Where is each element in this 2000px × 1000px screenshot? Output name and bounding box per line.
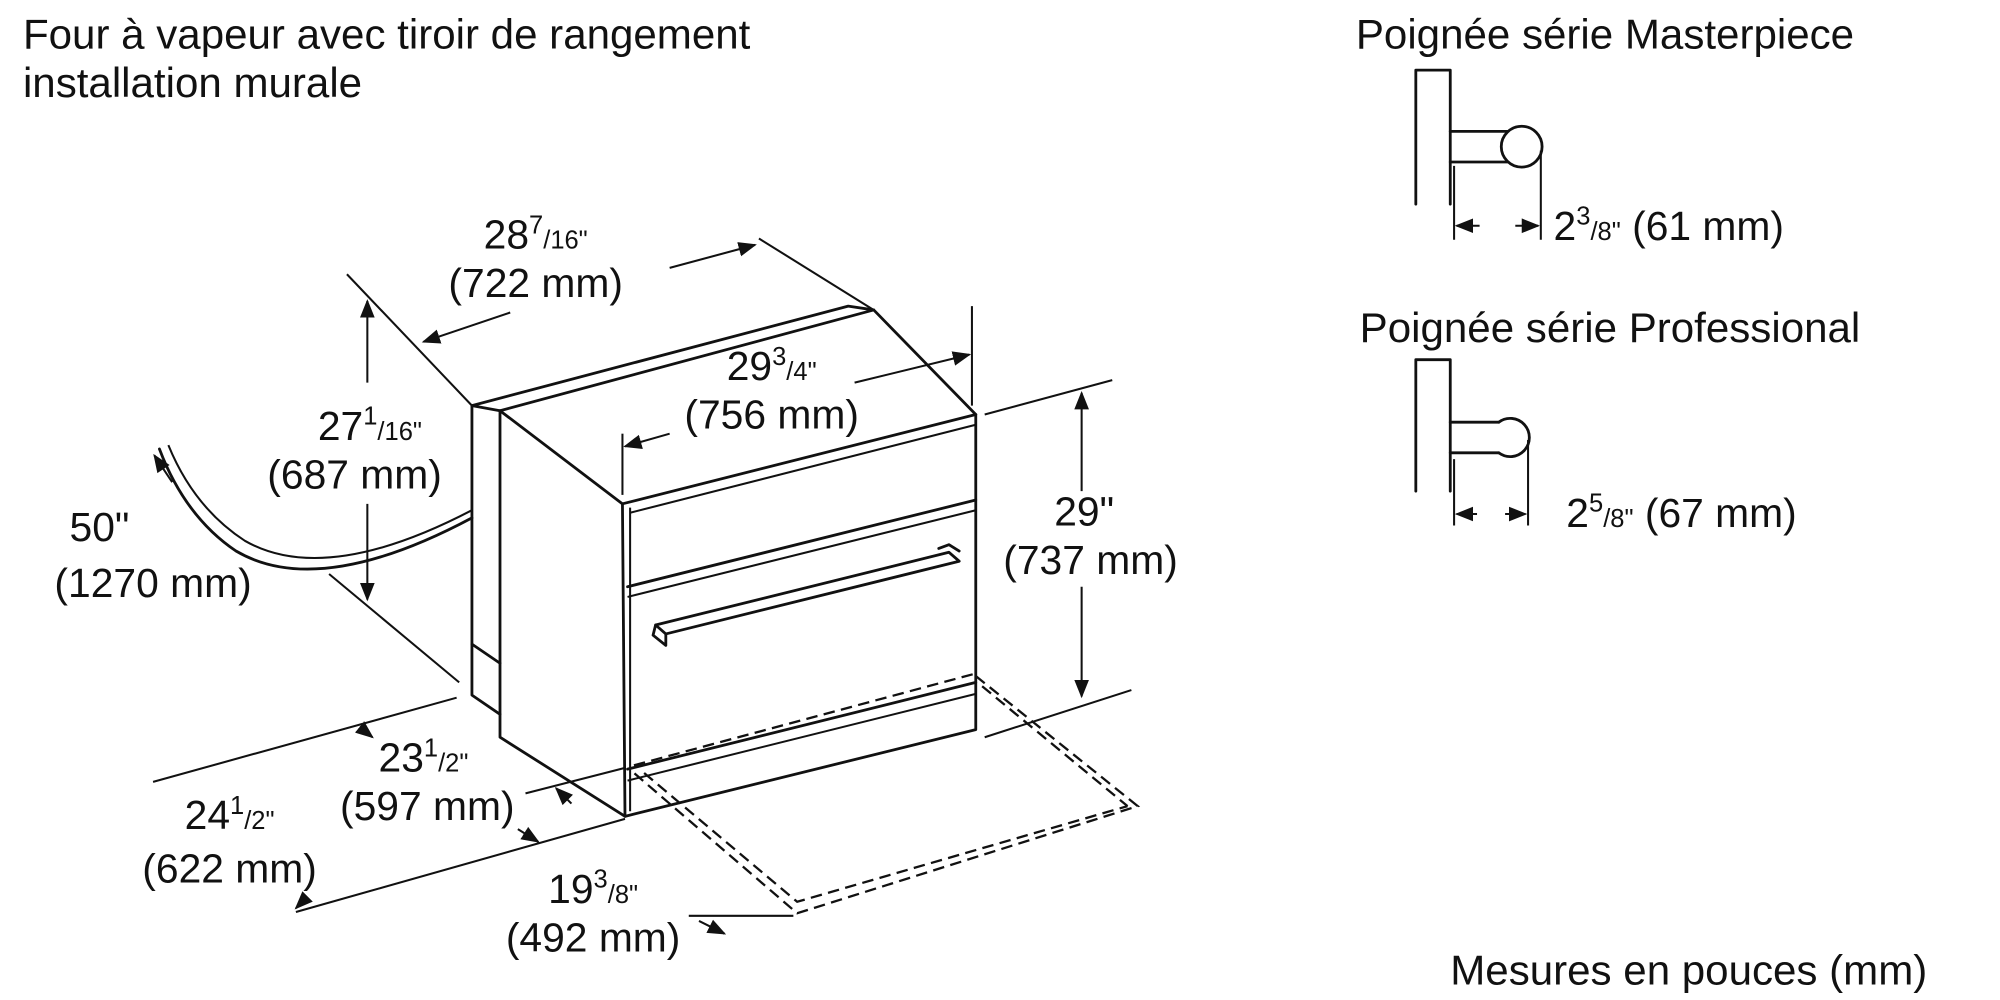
dim-depth-overall: 241/2" (622 mm) (142, 792, 317, 892)
svg-text:(722 mm): (722 mm) (448, 260, 623, 306)
svg-text:193/8": 193/8" (548, 866, 638, 912)
dim-depth-body: 231/2" (597 mm) (340, 734, 515, 829)
dim-drawer-open: 193/8" (492 mm) (506, 866, 681, 961)
units-note: Mesures en pouces (mm) (1450, 947, 1927, 994)
masterpiece-handle-detail: Poignée série Masterpiece 23/8" (61 mm) (1356, 10, 1854, 248)
svg-text:(687 mm): (687 mm) (267, 452, 442, 498)
masterpiece-label: Poignée série Masterpiece (1356, 10, 1854, 57)
svg-text:(737 mm): (737 mm) (1003, 537, 1178, 583)
svg-text:231/2": 231/2" (379, 734, 469, 780)
svg-text:25/8" (67 mm): 25/8" (67 mm) (1566, 489, 1796, 535)
professional-handle-detail: Poignée série Professional 25/8" (67 mm) (1360, 304, 1861, 536)
svg-text:(756 mm): (756 mm) (684, 392, 859, 438)
svg-text:29": 29" (1054, 489, 1114, 535)
svg-text:(492 mm): (492 mm) (506, 915, 681, 961)
svg-text:(597 mm): (597 mm) (340, 783, 515, 829)
appliance-drawing (158, 304, 1141, 915)
svg-text:271/16": 271/16" (318, 403, 422, 449)
dim-width: 293/4" (756 mm) (684, 343, 859, 438)
dim-height: 29" (737 mm) (1003, 489, 1178, 583)
dimension-lines (152, 237, 1132, 935)
title-line-1: Four à vapeur avec tiroir de rangement (23, 10, 751, 57)
svg-text:(1270 mm): (1270 mm) (54, 560, 251, 606)
svg-text:287/16": 287/16" (484, 211, 588, 257)
svg-text:(622 mm): (622 mm) (142, 846, 317, 892)
dim-depth-total: 287/16" (722 mm) (448, 211, 623, 306)
svg-text:241/2": 241/2" (185, 792, 275, 838)
svg-text:23/8" (61 mm): 23/8" (61 mm) (1554, 202, 1784, 248)
svg-text:50": 50" (70, 504, 130, 550)
svg-text:293/4": 293/4" (727, 343, 817, 389)
door-handle (654, 550, 961, 636)
professional-label: Poignée série Professional (1360, 304, 1861, 351)
title-line-2: installation murale (23, 59, 362, 106)
dim-height-side: 271/16" (687 mm) (267, 403, 442, 498)
dim-cord: 50" (1270 mm) (54, 504, 251, 606)
